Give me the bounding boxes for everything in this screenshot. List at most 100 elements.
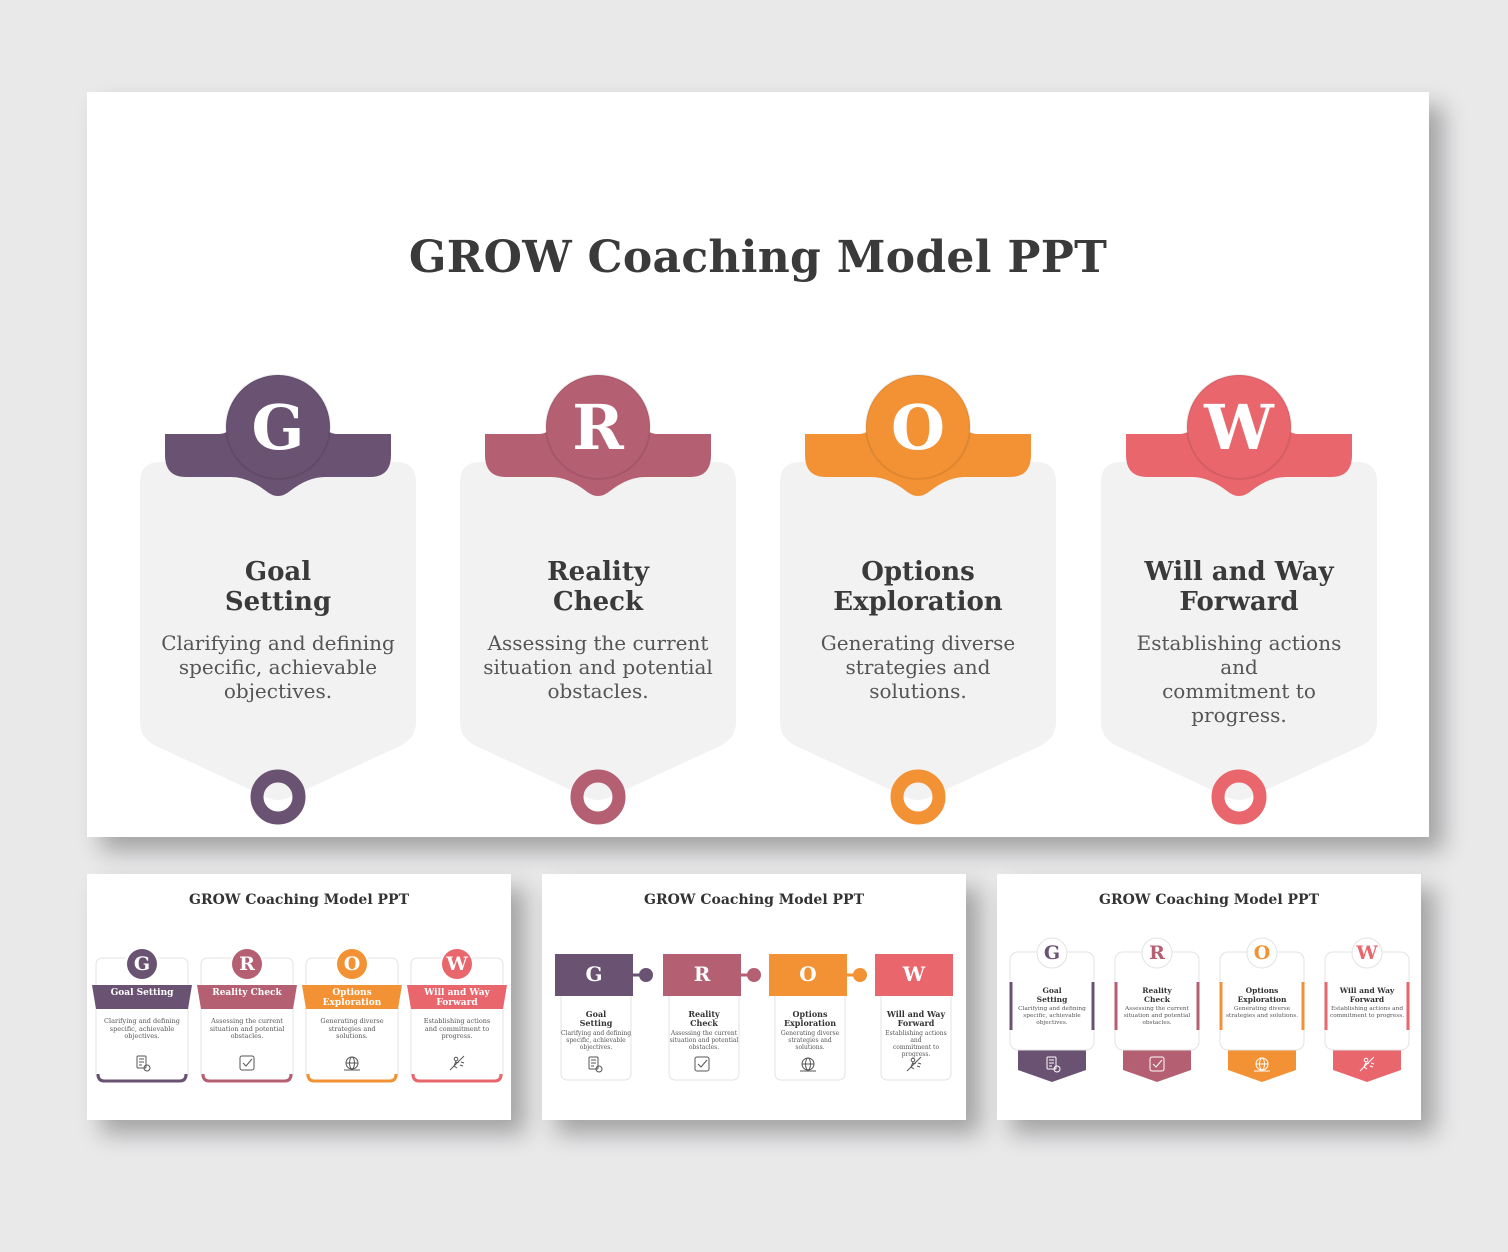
mini-letter-circle [442, 949, 472, 979]
climber-icon [1359, 1056, 1375, 1072]
card-panel [1101, 462, 1377, 800]
card-description-line: Assessing the current [487, 631, 709, 655]
mini-description-line: Establishing actions [423, 1017, 491, 1025]
mini-band-label: Will and Way Forward [424, 988, 490, 1008]
mini-letter-ring [1036, 937, 1068, 969]
connector-dot [639, 968, 653, 982]
mini-description-line: Assessing the current [211, 1017, 283, 1025]
mini-heading-line: Forward [1349, 995, 1385, 1004]
card-letter: R [572, 391, 624, 464]
letter-circle [546, 375, 650, 479]
mini-letter-circle [232, 949, 262, 979]
mini-description-line: Establishing actions and [885, 1030, 947, 1044]
slide-title: GROW Coaching Model PPT [408, 232, 1108, 283]
mini-card-base [306, 1073, 398, 1083]
mini-letter: O [1253, 942, 1271, 964]
card-title-line: Goal [244, 557, 312, 587]
card-title-line: Options [861, 557, 975, 587]
mini-letter: R [693, 962, 711, 986]
mini-description-line: situation and potential [669, 1037, 739, 1044]
checkbox-icon [1149, 1056, 1165, 1072]
mini-description-line: obstacles. [688, 1044, 720, 1051]
checklist-icon [136, 1055, 151, 1072]
mini-letter: G [1043, 942, 1061, 964]
mini-heading-line: Check [690, 1018, 718, 1028]
thumbnail-graphic [92, 947, 507, 1083]
mini-description-line: progress. [441, 1032, 473, 1040]
card-title-line: Setting [224, 587, 332, 617]
card-letter: W [1203, 391, 1275, 464]
mini-chevron [1333, 1050, 1401, 1082]
ring-marker [570, 769, 626, 825]
card-description-line: Establishing actions and [1136, 631, 1342, 679]
mini-description-line: Generating diverse [320, 1017, 384, 1025]
mini-header-block [875, 954, 953, 996]
mini-description-line: Clarifying and defining [104, 1017, 180, 1025]
mini-description-line: commitment to progress. [892, 1044, 940, 1058]
mini-letter: W [902, 962, 926, 986]
mini-card-base [411, 1073, 503, 1083]
connector-dot [853, 968, 867, 982]
mini-letter: O [799, 962, 817, 986]
card-panel [140, 462, 416, 800]
letter-circle-shade [545, 374, 651, 480]
card-description-line: Generating diverse [820, 631, 1016, 655]
mini-description-line: solutions. [336, 1032, 368, 1040]
checklist-icon [588, 1056, 603, 1073]
mini-card-base [201, 1073, 293, 1083]
card-description-line: commitment to progress. [1162, 679, 1316, 727]
card-letter: O [891, 391, 945, 464]
card-description-line: Clarifying and defining [161, 631, 395, 655]
mini-description-line: specific, achievable [566, 1037, 626, 1044]
mini-heading-line: Exploration [783, 1018, 837, 1028]
mini-description-line: Generating diverse [1233, 1006, 1291, 1012]
globe-icon [344, 1056, 360, 1071]
thumbnail-title: GROW Coaching Model PPT [189, 892, 409, 908]
mini-description-line: Clarifying and defining [1018, 1006, 1086, 1012]
globe-icon [1254, 1057, 1270, 1072]
mini-heading-line: Forward [897, 1018, 935, 1028]
mini-letter-ring [1246, 937, 1278, 969]
letter-circle-shade [1186, 374, 1292, 480]
card-panel [780, 462, 1056, 800]
connector-dot [747, 968, 761, 982]
mini-description-line: Assessing the current [670, 1030, 738, 1037]
letter-circle [866, 375, 970, 479]
mini-description-line: objectives. [1036, 1020, 1068, 1026]
card-description-line: objectives. [223, 679, 333, 703]
mini-letter: R [1149, 942, 1165, 964]
globe-icon [800, 1057, 816, 1072]
mini-heading-line: Setting [1036, 995, 1068, 1004]
card-title-line: Reality [547, 557, 649, 587]
mini-description-line: obstacles. [1142, 1020, 1172, 1026]
ring-marker [1211, 769, 1267, 825]
mini-heading-line: Setting [579, 1018, 613, 1028]
mini-band-label: Goal Setting [110, 988, 174, 998]
mini-card-base [96, 1073, 188, 1083]
mini-band [197, 985, 297, 1009]
letter-circle [1187, 375, 1291, 479]
mini-letter: R [239, 953, 255, 975]
mini-letter: W [446, 953, 468, 975]
mini-heading-line: Goal [1042, 986, 1062, 995]
card-shape: R [460, 374, 736, 825]
mini-heading-line: Options [792, 1009, 828, 1019]
